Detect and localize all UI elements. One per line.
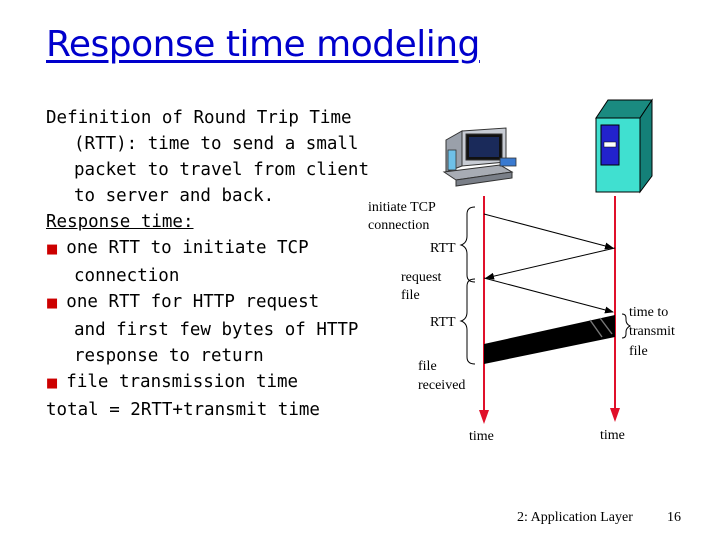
client-computer-icon — [442, 127, 517, 187]
response-time-label: Response time: — [46, 212, 194, 232]
definition-line-1: Definition of Round Trip Time — [46, 108, 352, 128]
initiate-tcp-label-2: connection — [368, 218, 429, 233]
tcp-synack-arrow — [485, 247, 616, 280]
definition-line-3: packet to travel from client — [74, 160, 370, 180]
transmit-label-3: file — [629, 344, 648, 359]
rtt-1-label: RTT — [430, 241, 456, 256]
bullet-2-line-3: response to return — [74, 346, 264, 366]
bullet-2-line-1: one RTT for HTTP request — [66, 292, 320, 312]
footer-page-number: 16 — [667, 510, 681, 525]
definition-line-2: (RTT): time to send a small — [74, 134, 359, 154]
transmit-bracket — [621, 313, 632, 339]
server-time-label: time — [600, 428, 625, 443]
bullet-item-1: ■ one RTT to initiate TCP — [46, 235, 366, 263]
definition-line-4: to server and back. — [74, 186, 275, 206]
transmit-label-2: transmit — [629, 324, 675, 339]
total-line: total = 2RTT+transmit time — [46, 400, 320, 420]
response-time-heading: Response time: — [46, 209, 366, 235]
file-received-label-2: received — [418, 378, 465, 393]
bullet-item-3: ■ file transmission time — [46, 369, 366, 397]
http-request-arrow — [483, 277, 614, 314]
slide-body: Definition of Round Trip Time (RTT): tim… — [46, 105, 370, 423]
bullet-1-line-1: one RTT to initiate TCP — [66, 238, 309, 258]
request-file-label-1: request — [401, 270, 442, 285]
bullet-3-line-1: file transmission time — [66, 372, 299, 392]
bullet-icon: ■ — [46, 242, 59, 257]
client-time-label: time — [469, 429, 494, 444]
client-timeline-arrowhead — [479, 410, 489, 424]
transmit-label-1: time to — [629, 305, 668, 320]
rtt-1-bracket — [459, 206, 476, 283]
band-texture — [589, 319, 603, 338]
server-icon — [595, 98, 653, 194]
bullet-item-2: ■ one RTT for HTTP request — [46, 289, 366, 317]
file-received-label-1: file — [418, 359, 437, 374]
band-texture — [599, 317, 613, 335]
bullet-icon: ■ — [46, 296, 59, 311]
request-file-label-2: file — [401, 288, 420, 303]
tcp-syn-arrow — [483, 213, 614, 250]
bullet-1-line-2: connection — [74, 266, 180, 286]
bullet-2-line-2: and first few bytes of HTTP — [74, 320, 359, 340]
initiate-tcp-label-1: initiate TCP — [368, 200, 436, 215]
server-timeline-arrowhead — [610, 408, 620, 422]
file-transmission-band — [484, 315, 615, 364]
bullet-icon: ■ — [46, 376, 59, 391]
rtt-2-bracket — [459, 278, 476, 365]
footer-chapter: 2: Application Layer — [517, 510, 633, 525]
rtt-2-label: RTT — [430, 315, 456, 330]
slide-title: Response time modeling — [46, 24, 480, 65]
